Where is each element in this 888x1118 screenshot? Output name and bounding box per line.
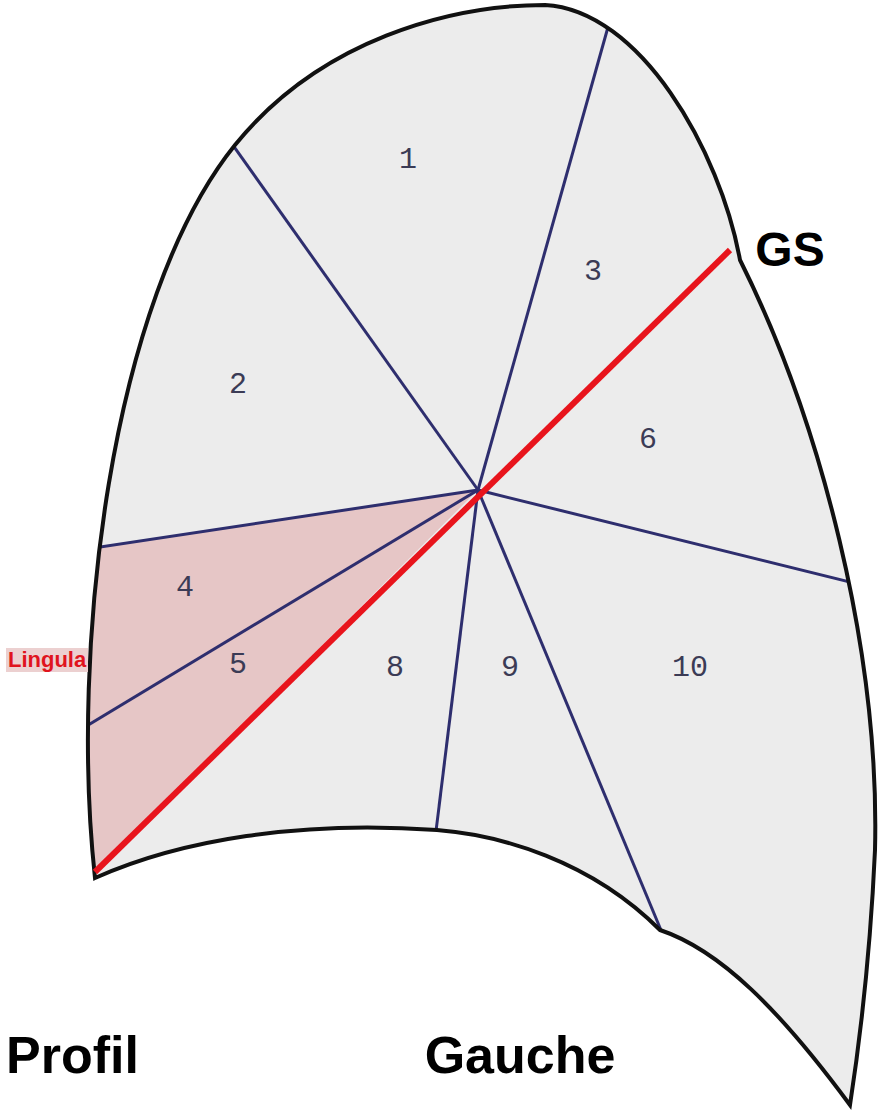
- segment-number: 1: [399, 145, 417, 175]
- segment-line: [430, 490, 478, 880]
- view-label: Profil: [6, 1029, 139, 1081]
- great-fissure-line: [95, 250, 730, 872]
- segment-line: [478, 20, 610, 490]
- lingula-area: [40, 490, 478, 906]
- segment-number: 8: [386, 653, 404, 683]
- segment-number: 9: [501, 653, 519, 683]
- side-label: Gauche: [425, 1029, 616, 1081]
- fissure-label: GS: [755, 226, 824, 274]
- segment-line: [478, 490, 690, 1000]
- segment-number: 3: [584, 257, 602, 287]
- region-label: Lingula: [6, 648, 88, 672]
- segment-number: 6: [639, 425, 657, 455]
- segment-number: 10: [672, 653, 708, 683]
- segment-line: [60, 490, 478, 553]
- segment-number: 4: [176, 573, 194, 603]
- segment-line: [215, 120, 478, 490]
- segment-line: [478, 490, 888, 592]
- lung-outline: [88, 5, 875, 1105]
- segment-number: 2: [229, 370, 247, 400]
- segment-number: 5: [229, 650, 247, 680]
